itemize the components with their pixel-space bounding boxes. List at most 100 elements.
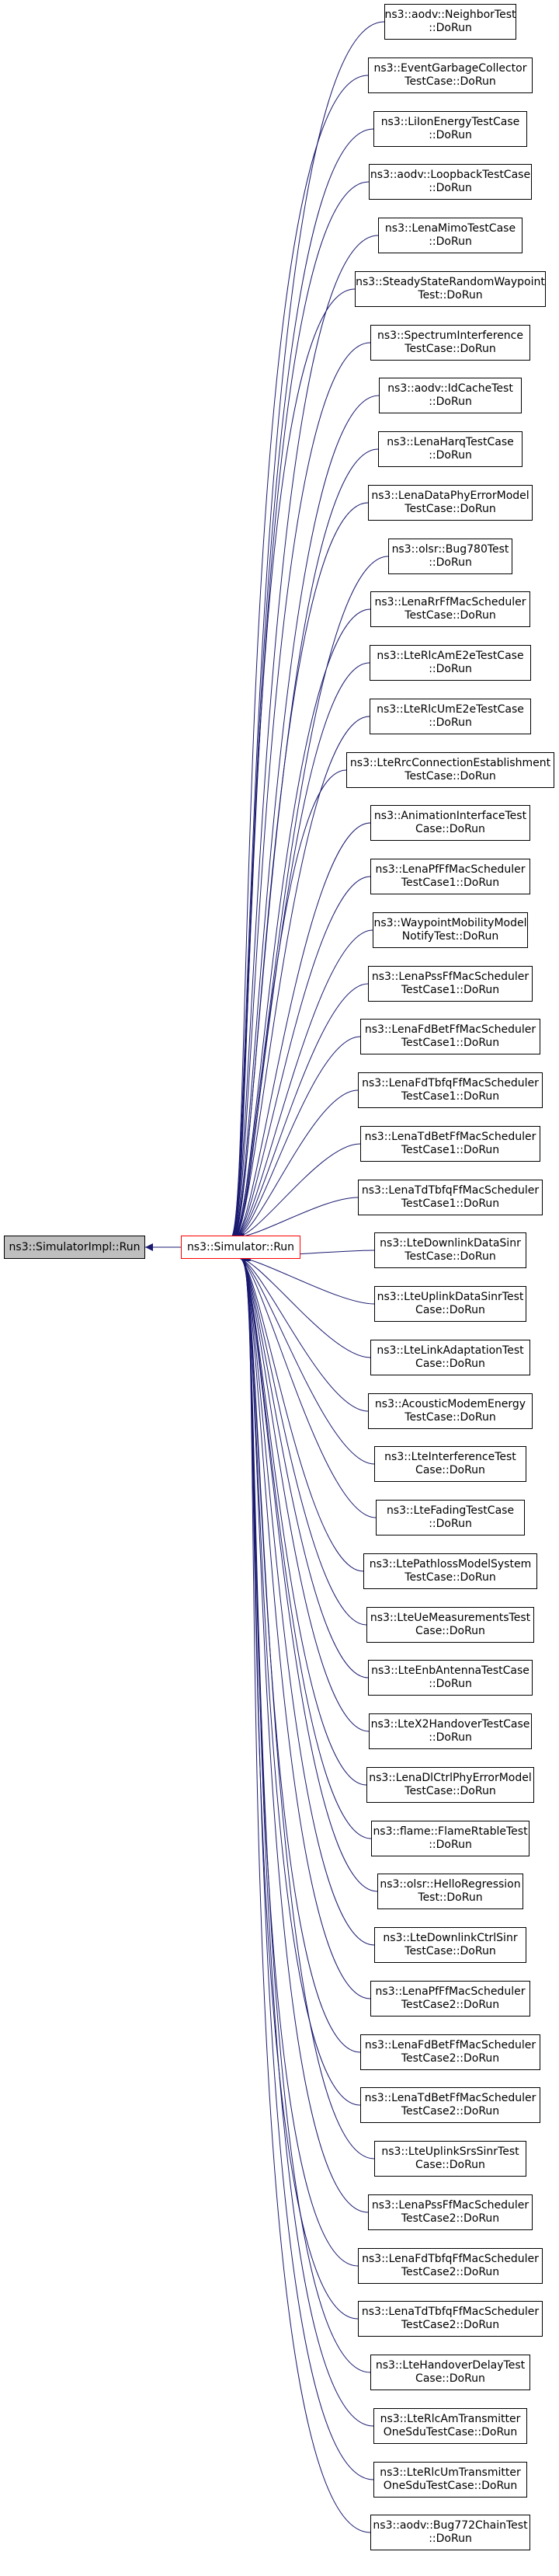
- caller-node-lteuemeasurementstestcase-dorun-label-line: ns3::LteUeMeasurementsTest: [370, 1612, 531, 1624]
- edge-lenatdbetffmacschedulertestcase1-dorun-to-simulator-run: [236, 1143, 361, 1241]
- caller-node-lterlcumtransmitteronesdutestcase-dorun-label-line: OneSduTestCase::DoRun: [383, 2480, 518, 2492]
- caller-node-lenamimotestcase-dorun[interactable]: ns3::LenaMimoTestCase::DoRun: [378, 218, 523, 253]
- caller-node-flame-flamertabletest-dorun-label-line: ::DoRun: [429, 1839, 472, 1851]
- caller-node-lenaharqtestcase-dorun-label-line: ::DoRun: [429, 449, 472, 462]
- caller-node-ltehandoverdelaytestcase-dorun-label-line: Case::DoRun: [415, 2372, 485, 2385]
- edge-waypointmobilitymodelnotifytest-dorun-to-simulator-run: [234, 929, 373, 1241]
- caller-node-lenafdbetffmacschedulertestcase1-dorun-label-line: ns3::LenaFdBetFfMacScheduler: [364, 1023, 536, 1036]
- edge-lenadataphyerrormodeltestcase-dorun-to-simulator-run: [232, 502, 369, 1241]
- caller-node-lenadlctrlphyerrormodeltestcase-dorun-label-line: ns3::LenaDlCtrlPhyErrorModel: [369, 1772, 532, 1784]
- caller-node-lenatdbetffmacschedulertestcase2-dorun-label-line: ns3::LenaTdBetFfMacScheduler: [364, 2092, 536, 2104]
- caller-node-ltepathlossmodelsystemtestcase-dorun-label-line: ns3::LtePathlossModelSystem: [369, 1558, 532, 1570]
- edge-ltepathlossmodelsystemtestcase-dorun-to-simulator-run: [238, 1253, 364, 1572]
- caller-node-aodv-neighbortest-dorun-label-line: ns3::aodv::NeighborTest: [384, 9, 516, 21]
- caller-node-lteenbantennatestcase-dorun[interactable]: ns3::LteEnbAntennaTestCase::DoRun: [368, 1660, 533, 1696]
- caller-node-lteinterferencetestcase-dorun-label-line: ns3::LteInterferenceTest: [384, 1451, 516, 1463]
- caller-node-lenafdtbfqffmacschedulertestcase2-dorun-label-line: TestCase2::DoRun: [401, 2266, 500, 2278]
- caller-node-aodv-loopbacktestcase-dorun-label-line: ::DoRun: [429, 182, 472, 194]
- caller-node-lenafdtbfqffmacschedulertestcase1-dorun-label-line: ns3::LenaFdTbfqFfMacScheduler: [362, 1077, 539, 1089]
- caller-node-flame-flamertabletest-dorun[interactable]: ns3::flame::FlameRtableTest::DoRun: [371, 1821, 529, 1856]
- caller-node-ltelinkadaptationtestcase-dorun-label-line: ns3::LteLinkAdaptationTest: [377, 1344, 524, 1357]
- edge-ltedownlinkctrlsinrtestcase-dorun-to-simulator-run: [239, 1253, 375, 1946]
- edge-aodv-bug772chaintest-dorun-to-simulator-run: [242, 1253, 371, 2533]
- node-simulatorimpl-run[interactable]: ns3::SimulatorImpl::Run: [4, 1236, 145, 1259]
- caller-node-lteuemeasurementstestcase-dorun-label-line: Case::DoRun: [415, 1625, 485, 1637]
- caller-node-lteenbantennatestcase-dorun-label-line: ::DoRun: [429, 1678, 472, 1690]
- caller-node-lenatdbetffmacschedulertestcase1-dorun-label-line: ns3::LenaTdBetFfMacScheduler: [364, 1131, 536, 1143]
- caller-node-ltex2handovertestcase-dorun-label-line: ns3::LteX2HandoverTestCase: [370, 1718, 530, 1731]
- edge-lenafdtbfqffmacschedulertestcase1-dorun-to-simulator-run: [235, 1089, 359, 1241]
- caller-node-ltex2handovertestcase-dorun[interactable]: ns3::LteX2HandoverTestCase::DoRun: [369, 1713, 532, 1749]
- edge-lenapfffmacschedulertestcase1-dorun-to-simulator-run: [234, 876, 371, 1241]
- caller-node-lenapssffmacschedulertestcase2-dorun-label-line: ns3::LenaPssFfMacScheduler: [371, 2199, 529, 2212]
- caller-node-olsr-bug780test-dorun-label-line: ::DoRun: [429, 556, 472, 569]
- caller-node-ltedownlinkctrlsinrtestcase-dorun-label-line: ns3::LteDownlinkCtrlSinr: [383, 1932, 518, 1944]
- caller-node-lenaharqtestcase-dorun-label-line: ns3::LenaHarqTestCase: [387, 436, 514, 448]
- caller-node-waypointmobilitymodelnotifytest-dorun-label-line: NotifyTest::DoRun: [401, 930, 499, 943]
- caller-node-lenadataphyerrormodeltestcase-dorun-label-line: TestCase::DoRun: [404, 503, 496, 515]
- node-simulator-run[interactable]: ns3::Simulator::Run: [181, 1236, 300, 1259]
- caller-node-lterlcume2etestcase-dorun[interactable]: ns3::LteRlcUmE2eTestCase::DoRun: [370, 699, 531, 734]
- caller-node-olsr-bug780test-dorun[interactable]: ns3::olsr::Bug780Test::DoRun: [388, 539, 512, 574]
- caller-node-ltefadingtestcase-dorun[interactable]: ns3::LteFadingTestCase::DoRun: [376, 1500, 525, 1535]
- caller-node-lenatdtbfqffmacschedulertestcase1-dorun-label-line: TestCase1::DoRun: [401, 1197, 500, 1210]
- caller-node-lenafdbetffmacschedulertestcase2-dorun-label-line: TestCase2::DoRun: [401, 2052, 500, 2065]
- caller-node-lenamimotestcase-dorun-label-line: ::DoRun: [429, 235, 472, 248]
- caller-node-lterlcumtransmitteronesdutestcase-dorun-label-line: ns3::LteRlcUmTransmitter: [380, 2466, 521, 2479]
- edge-lenatdbetffmacschedulertestcase2-dorun-to-simulator-run: [240, 1253, 361, 2106]
- caller-node-liionenergytestcase-dorun[interactable]: ns3::LiIonEnergyTestCase::DoRun: [373, 111, 527, 147]
- caller-node-lenafdtbfqffmacschedulertestcase2-dorun-label-line: ns3::LenaFdTbfqFfMacScheduler: [362, 2253, 539, 2265]
- caller-node-olsr-helloregressiontest-dorun-label-line: ns3::olsr::HelloRegression: [380, 1878, 521, 1891]
- caller-node-aodv-loopbacktestcase-dorun[interactable]: ns3::aodv::LoopbackTestCase::DoRun: [369, 164, 532, 200]
- caller-node-aodv-idcachetest-dorun-label-line: ::DoRun: [429, 396, 472, 408]
- edge-lteenbantennatestcase-dorun-to-simulator-run: [238, 1253, 369, 1678]
- caller-node-acousticmodemenergytestcase-dorun-label-line: ns3::AcousticModemEnergy: [374, 1398, 526, 1410]
- caller-node-eventgarbagecollectortestcase-dorun-label-line: ns3::EventGarbageCollector: [373, 62, 527, 75]
- caller-node-aodv-idcachetest-dorun[interactable]: ns3::aodv::IdCacheTest::DoRun: [379, 378, 522, 413]
- caller-node-lterlcame2etestcase-dorun-label-line: ns3::LteRlcAmE2eTestCase: [377, 650, 524, 662]
- caller-node-aodv-bug772chaintest-dorun[interactable]: ns3::aodv::Bug772ChainTest::DoRun: [370, 2515, 530, 2550]
- caller-node-lenarrffmacschedulertestcase-dorun-label-line: TestCase::DoRun: [404, 609, 496, 622]
- edge-lenafdbetffmacschedulertestcase1-dorun-to-simulator-run: [235, 1036, 361, 1241]
- caller-node-aodv-neighbortest-dorun[interactable]: ns3::aodv::NeighborTest::DoRun: [384, 4, 516, 40]
- caller-node-lterlcame2etestcase-dorun[interactable]: ns3::LteRlcAmE2eTestCase::DoRun: [370, 645, 531, 681]
- edge-ltelinkadaptationtestcase-dorun-to-simulator-run: [237, 1253, 371, 1358]
- edge-eventgarbagecollectortestcase-dorun-to-simulator-run: [231, 75, 369, 1241]
- edge-lenatdtbfqffmacschedulertestcase2-dorun-to-simulator-run: [241, 1253, 359, 2320]
- caller-node-lenaharqtestcase-dorun[interactable]: ns3::LenaHarqTestCase::DoRun: [378, 431, 523, 467]
